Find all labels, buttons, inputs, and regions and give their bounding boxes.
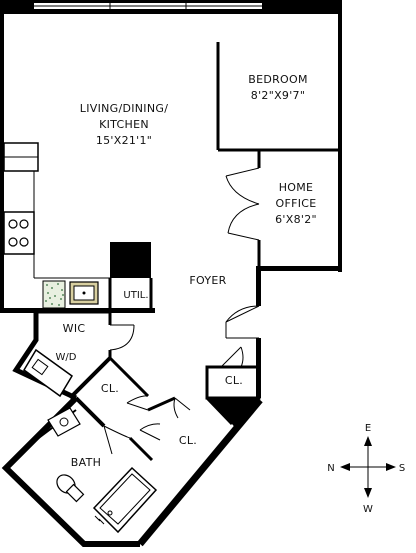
stove xyxy=(3,211,35,255)
office-dims: 6'X8'2" xyxy=(275,213,317,226)
bathtub xyxy=(92,466,158,534)
compass-east: E xyxy=(365,423,371,434)
bath-sink xyxy=(47,407,81,437)
right-wall xyxy=(338,0,342,272)
left-wall xyxy=(0,0,4,312)
office-label-2: OFFICE xyxy=(276,197,317,210)
foyer-area xyxy=(205,305,261,424)
room-labels: LIVING/DINING/ KITCHEN 15'X21'1" BEDROOM… xyxy=(56,73,317,469)
bedroom-office-walls xyxy=(216,42,340,268)
arrow-down-icon xyxy=(364,488,372,498)
office-label: HOME xyxy=(279,181,314,194)
arrow-left-icon xyxy=(340,463,350,471)
util-label: UTIL. xyxy=(123,290,148,301)
arrow-right-icon xyxy=(386,463,396,471)
living-label: LIVING/DINING/ xyxy=(80,102,168,115)
closet-label-2: CL. xyxy=(179,434,197,447)
wd-label: W/D xyxy=(56,352,77,363)
closet-label-1: CL. xyxy=(101,382,119,395)
arrow-up-icon xyxy=(364,436,372,446)
foyer-right-wall-upper xyxy=(256,266,261,306)
compass-rose: E W N S xyxy=(327,423,405,515)
bedroom-label: BEDROOM xyxy=(248,73,308,86)
bath-label: BATH xyxy=(71,456,101,469)
compass-west: W xyxy=(363,504,373,515)
compass-south: S xyxy=(399,463,405,474)
dishwasher xyxy=(42,280,66,309)
lower-wing xyxy=(1,310,263,547)
structural-column xyxy=(207,398,259,424)
foyer-label: FOYER xyxy=(189,274,226,287)
utility-chase xyxy=(110,242,151,278)
kitchen xyxy=(3,142,153,310)
wic-label: WIC xyxy=(63,322,86,335)
closet-label-3: CL. xyxy=(225,374,243,387)
office-bottom-wall xyxy=(258,266,342,271)
living-label-2: KITCHEN xyxy=(99,118,149,131)
living-dims: 15'X21'1" xyxy=(96,134,152,147)
bedroom-dims: 8'2"X9'7" xyxy=(251,89,305,102)
compass-north: N xyxy=(327,463,334,474)
